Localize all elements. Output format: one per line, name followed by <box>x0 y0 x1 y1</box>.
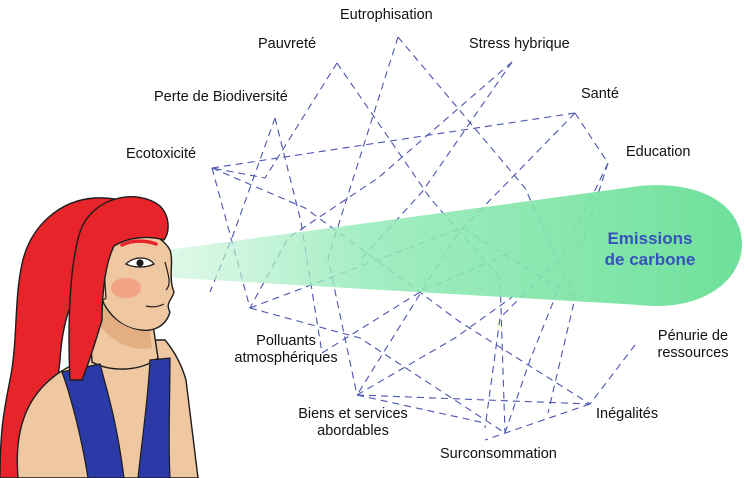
iris <box>136 259 143 266</box>
network-path-21 <box>505 285 560 433</box>
topic-biens-line-2: abordables <box>280 423 426 440</box>
topic-eutrophisation: Eutrophisation <box>340 7 433 24</box>
topic-polluants: Polluants atmosphériques <box>224 333 348 367</box>
cheek-blush <box>111 278 141 298</box>
topic-surconsommation: Surconsommation <box>440 446 557 463</box>
topic-pauvrete: Pauvreté <box>258 36 316 53</box>
topic-stress-hybrique: Stress hybrique <box>469 36 570 53</box>
topic-polluants-line-2: atmosphériques <box>224 350 348 367</box>
topic-perte-biodiversite: Perte de Biodiversité <box>154 89 288 106</box>
topic-penurie: Pénurie de ressources <box>643 328 743 362</box>
topic-biens: Biens et services abordables <box>280 406 426 440</box>
network-path-16 <box>357 395 590 404</box>
network-path-19 <box>485 404 590 440</box>
network-path-18 <box>590 345 635 404</box>
woman-illustration <box>0 197 198 478</box>
topic-education: Education <box>626 144 691 161</box>
center-label-line-2: de carbone <box>590 249 710 270</box>
center-label-line-1: Emissions <box>590 228 710 249</box>
topic-biens-line-1: Biens et services <box>280 406 426 423</box>
topic-penurie-line-2: ressources <box>643 345 743 362</box>
center-label: Emissions de carbone <box>590 228 710 270</box>
topic-sante: Santé <box>581 86 619 103</box>
topic-ecotoxicite: Ecotoxicité <box>126 146 196 163</box>
topic-polluants-line-1: Polluants <box>224 333 348 350</box>
topic-penurie-line-1: Pénurie de <box>643 328 743 345</box>
topic-inegalites: Inégalités <box>596 406 658 423</box>
network-path-10 <box>212 168 250 308</box>
